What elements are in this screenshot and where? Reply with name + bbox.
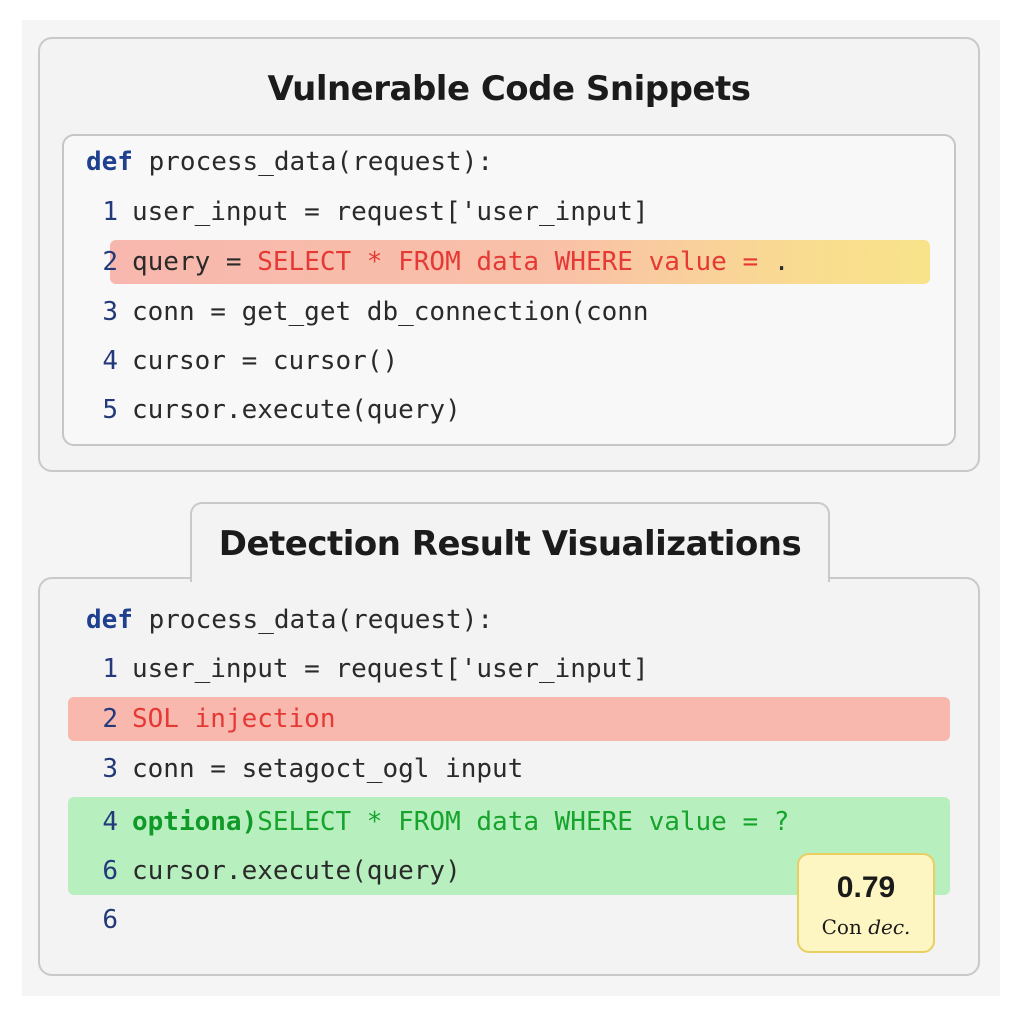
line-number: 6 (102, 905, 118, 935)
code-line-def: def process_data(request): (86, 603, 493, 637)
code-text: process_data(request): (148, 605, 493, 635)
code-line-error: 2 SOL injection (86, 702, 336, 736)
fix-code: SELECT * FROM data WHERE value = ? (257, 807, 790, 837)
code-line-fix: 4 optiona)SELECT * FROM data WHERE value … (86, 805, 789, 839)
code-text: process_data(request): (148, 147, 493, 177)
code-text: user_input = request['user_input] (132, 654, 649, 684)
error-label: SOL injection (132, 704, 336, 734)
code-text: cursor.execute(query) (132, 856, 461, 886)
tab-joint (192, 574, 828, 582)
code-block (62, 134, 956, 446)
line-number: 4 (102, 807, 118, 837)
line-number: 6 (102, 856, 118, 886)
line-number: 1 (102, 197, 118, 227)
panel-tab: Detection Result Visualizations (190, 502, 830, 582)
line-number: 3 (102, 297, 118, 327)
line-number: 5 (102, 395, 118, 425)
panel-title: Vulnerable Code Snippets (267, 69, 751, 109)
panel-title: Detection Result Visualizations (218, 524, 802, 564)
fix-label: optiona) (132, 807, 258, 837)
line-number: 4 (102, 346, 118, 376)
keyword: def (86, 147, 133, 177)
confidence-label-b: dec. (868, 915, 911, 939)
code-line: 1 user_input = request['user_input] (86, 652, 649, 686)
code-text: user_input = request['user_input] (132, 197, 649, 227)
sql-string: SELECT * FROM data WHERE value = (257, 247, 759, 277)
vulnerable-line-highlight (110, 240, 930, 284)
code-line-vulnerable: 2 query = SELECT * FROM data WHERE value … (86, 245, 789, 279)
code-text: query = (132, 247, 258, 277)
code-line: 6 cursor.execute(query) (86, 854, 461, 888)
code-line: 6 (86, 903, 132, 937)
code-line: 3 conn = get_get db_connection(conn (86, 295, 649, 329)
code-line-def: def process_data(request): (86, 145, 493, 179)
confidence-label-a: Con (821, 915, 862, 939)
keyword: def (86, 605, 133, 635)
line-number: 2 (102, 704, 118, 734)
confidence-badge: 0.79 Con dec. (797, 853, 935, 953)
code-line: 4 cursor = cursor() (86, 344, 398, 378)
code-text: conn = setagoct_ogl input (132, 754, 524, 784)
code-text: conn = get_get db_connection(conn (132, 297, 649, 327)
code-line: 5 cursor.execute(query) (86, 393, 461, 427)
code-text: cursor = cursor() (132, 346, 399, 376)
confidence-label: Con dec. (799, 915, 933, 939)
line-number: 1 (102, 654, 118, 684)
line-number: 3 (102, 754, 118, 784)
code-text: cursor.execute(query) (132, 395, 461, 425)
code-text-tail: . (758, 247, 790, 277)
error-line-highlight (68, 697, 950, 741)
code-line: 1 user_input = request['user_input] (86, 195, 649, 229)
line-number: 2 (102, 247, 118, 277)
code-line: 3 conn = setagoct_ogl input (86, 752, 523, 786)
confidence-value: 0.79 (836, 871, 896, 904)
